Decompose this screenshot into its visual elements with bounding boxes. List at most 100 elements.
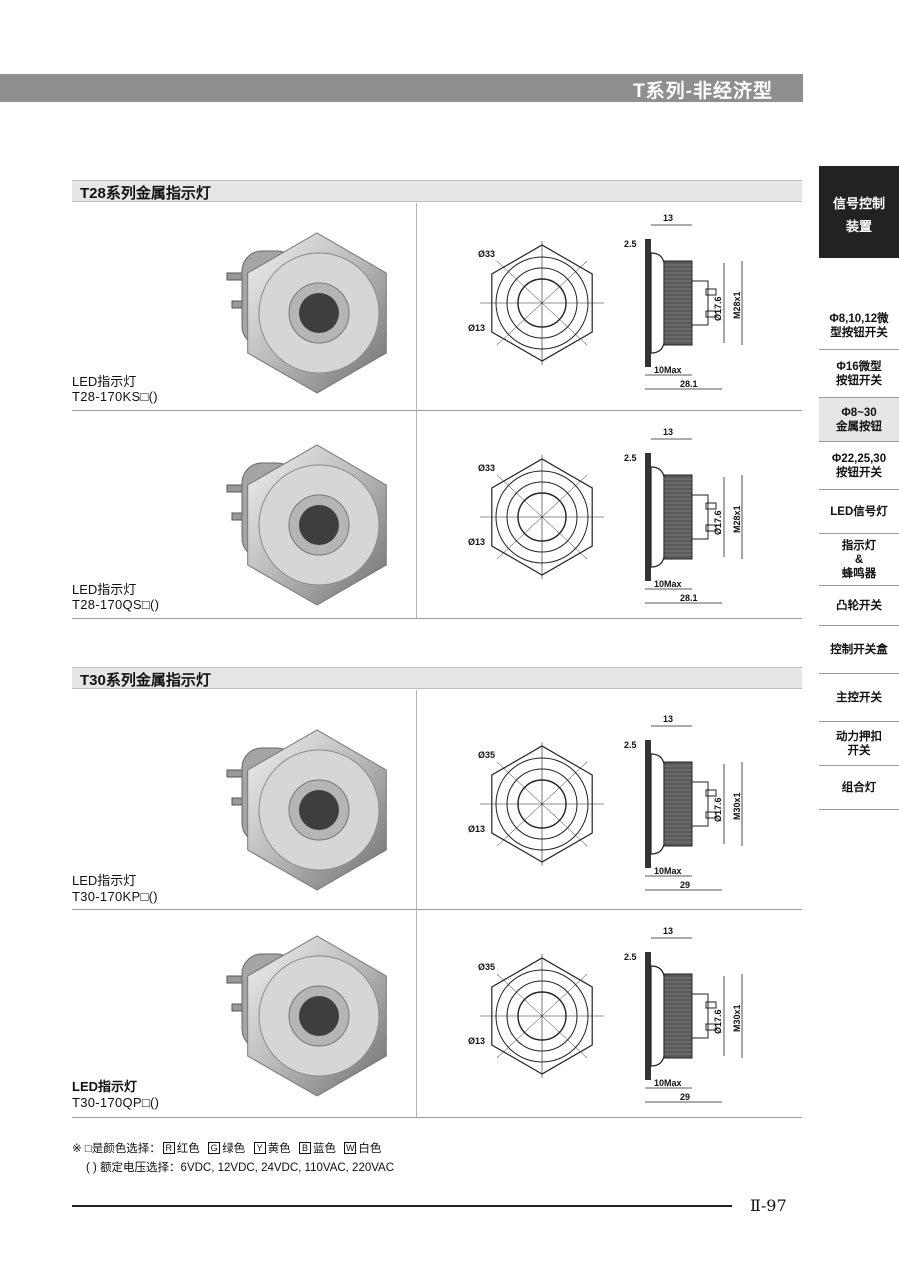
side-terminal [705,789,717,797]
dimension-label: 28.1 [680,593,698,603]
section-title: T30系列金属指示灯 [80,672,211,689]
product-model: T28-170QS□() [72,597,160,612]
lens [299,790,339,830]
sidebar-heading: 信号控制 装置 [819,166,899,258]
sidebar-item-led-signal[interactable]: LED信号灯 [819,490,899,534]
sidebar-item-indicator-buzzer[interactable]: 指示灯&蜂鸣器 [819,534,899,586]
dimension-label: Ø17.6 [713,510,723,535]
dimension-label: M28x1 [732,505,742,533]
section-title: T28系列金属指示灯 [80,185,211,202]
sidebar-item-label: 按钮开关 [836,374,882,387]
sidebar-heading-line: 信号控制 [832,196,885,211]
color-code-badge: B [298,1141,311,1154]
color-name: 蓝色 [312,1142,336,1155]
leader-line [496,260,588,346]
color-name: 白色 [358,1142,382,1155]
sidebar-item-label: 开关 [847,744,871,757]
color-name: 红色 [176,1142,200,1155]
side-terminal [705,310,717,318]
sidebar-item-label: Φ16微型 [836,360,882,373]
sidebar-item-label: 蜂鸣器 [841,567,877,580]
product-photo [222,924,392,1099]
product-type: LED指示灯 [72,873,137,888]
dimension-label: 10Max [654,1078,682,1088]
sidebar-item-label: 按钮开关 [836,466,882,479]
dimension-label: Ø33 [478,463,495,473]
sidebar-item-label: 主控开关 [836,691,882,704]
leader-line [496,973,588,1059]
color-code-badge: W [344,1141,357,1154]
dimension-label: 29 [680,1092,690,1102]
lens [299,996,339,1036]
product-photo [222,221,392,396]
dimension-label: 13 [663,926,673,936]
page-number: Ⅱ-97 [750,1196,787,1215]
note-mark: ※ [72,1142,82,1155]
sidebar-item-label: 组合灯 [841,781,877,794]
dimension-label: 10Max [654,866,682,876]
side-terminal [705,288,717,296]
sidebar-item-16-button[interactable]: Φ16微型按钮开关 [819,350,899,398]
product-model: T30-170KP□() [72,889,158,904]
dimension-label: 2.5 [624,952,637,962]
sidebar-item-label: 动力押扣 [836,730,882,743]
color-name: 黄色 [267,1142,291,1155]
sidebar-item-label: & [854,553,864,566]
side-bezel [650,466,665,568]
side-terminal-block [691,280,709,326]
side-terminal [705,524,717,532]
side-terminal-block [691,993,709,1039]
sidebar-item-micro-button[interactable]: Φ8,10,12微型按钮开关 [819,302,899,350]
dimension-label: Ø35 [478,962,495,972]
product-type: LED指示灯 [72,374,137,389]
product-photo [222,433,392,608]
side-terminal [705,1001,717,1009]
product-type: LED指示灯 [72,1079,138,1094]
sidebar-heading-line: 装置 [845,219,872,234]
side-flange [645,453,651,581]
sidebar-item-master-switch[interactable]: 主控开关 [819,674,899,722]
dimension-label: 13 [663,714,673,724]
sidebar-item-combo-lamp[interactable]: 组合灯 [819,766,899,810]
dimension-label: 13 [663,213,673,223]
side-thread [663,973,693,1059]
dimension-label: Ø17.6 [713,1009,723,1034]
product-photo-svg [226,232,387,394]
voltage-note: ( ) 额定电压选择：6VDC, 12VDC, 24VDC, 110VAC, 2… [86,1161,395,1174]
product-photo-svg [226,444,387,606]
dimension-label: Ø33 [478,249,495,259]
side-terminal [705,502,717,510]
side-bezel [650,965,665,1067]
side-terminal [705,1023,717,1031]
side-thread [663,260,693,346]
sidebar-item-cam-switch[interactable]: 凸轮开关 [819,586,899,626]
side-terminal-block [691,781,709,827]
color-code-badge: Y [253,1141,266,1154]
sidebar-item-label: 控制开关盒 [830,643,888,656]
dimension-label: 10Max [654,365,682,375]
dimension-label: Ø13 [468,537,485,547]
sidebar-item-power-switch[interactable]: 动力押扣开关 [819,722,899,766]
column-divider [416,910,417,1117]
sidebar-item-control-box[interactable]: 控制开关盒 [819,626,899,674]
lens [299,505,339,545]
product-model: T30-170QP□() [72,1095,160,1110]
dimension-label: 13 [663,427,673,437]
dimension-label: 29 [680,880,690,890]
product-model: T28-170KS□() [72,389,158,404]
side-bezel [650,252,665,354]
section-header-t30: T30系列金属指示灯 [72,667,802,689]
sidebar-item-label: Φ8~30 [841,406,877,419]
side-bezel [650,753,665,855]
dimension-label: 28.1 [680,379,698,389]
